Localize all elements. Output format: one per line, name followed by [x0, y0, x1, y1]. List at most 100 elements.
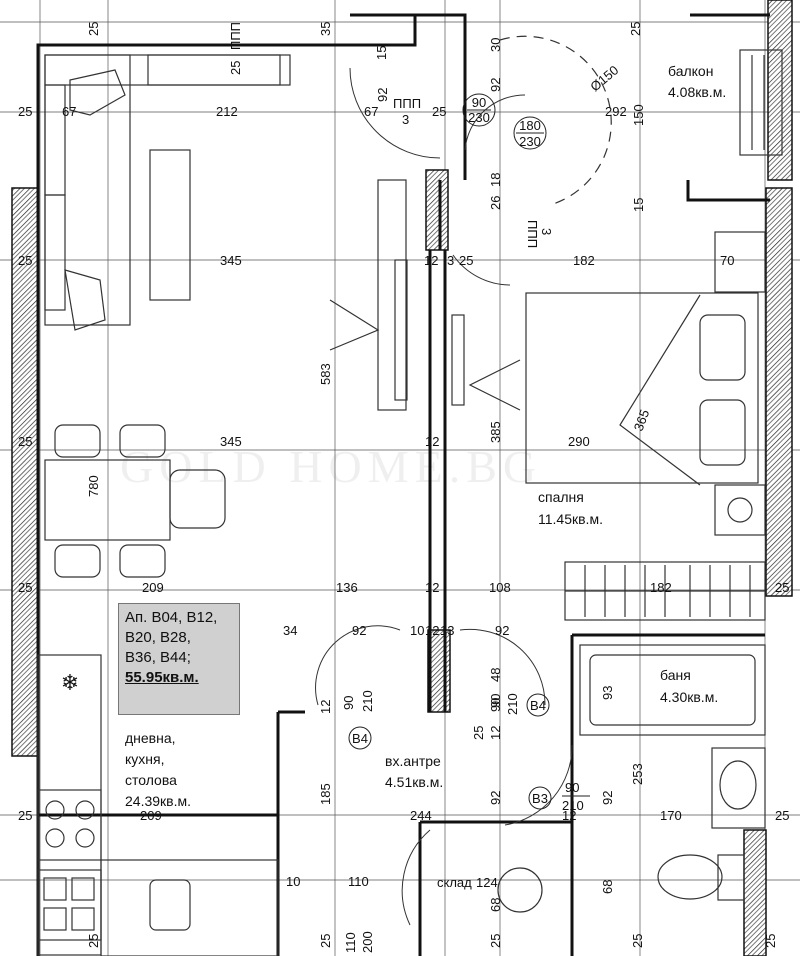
dim-label: 93	[600, 686, 615, 700]
door-fraction-bottom: 210	[505, 693, 520, 715]
dim-label: 67	[364, 104, 378, 119]
tv-cabinet-icon	[377, 179, 407, 411]
snowflake-icon: ❄	[61, 670, 79, 695]
dim-label: 25	[488, 934, 503, 948]
dim-label: 170	[660, 808, 682, 823]
door-fraction-top: 90	[488, 698, 503, 712]
toilet-icon	[657, 854, 745, 901]
dim-label: 12	[425, 580, 439, 595]
apartment-list-line: В20, В28,	[125, 629, 191, 646]
dim-label: 25	[459, 253, 473, 268]
dim-label: 12	[425, 623, 439, 638]
dim-label: 25	[318, 934, 333, 948]
room-name-bathroom: баня	[660, 667, 691, 683]
dim-label: 182	[573, 253, 595, 268]
dim-label: 780	[86, 475, 101, 497]
window-size: 3	[402, 112, 409, 127]
dim-label: 292	[605, 104, 627, 119]
dim-label: 12	[562, 808, 576, 823]
dimension-labels: 25 35 30 25 67 212 15 92 67 25 92 292 15…	[18, 22, 789, 953]
room-area-hall: 4.51кв.м.	[385, 774, 443, 790]
dim-label: 209	[142, 580, 164, 595]
sink-icon	[711, 747, 766, 829]
dim-label: 12	[488, 726, 503, 740]
dim-label: 13	[440, 623, 454, 638]
dim-label: 25	[775, 808, 789, 823]
apartment-info-box: Ап. В04, В12, В20, В28, В36, В44; 55.95к…	[118, 603, 240, 715]
dim-label: 12	[424, 253, 438, 268]
doors	[315, 35, 612, 926]
dim-label: 209	[140, 808, 162, 823]
wall-right	[765, 187, 793, 597]
room-labels: балкон 4.08кв.м. спалня 11.45кв.м. баня …	[125, 63, 726, 890]
dim-label: 35	[318, 22, 333, 36]
room-area-bathroom: 4.30кв.м.	[660, 689, 718, 705]
dim-label: 15	[374, 46, 389, 60]
door-fraction-top: 90	[565, 780, 579, 795]
wall-balcony-right	[767, 0, 793, 181]
door-tag: В4	[352, 731, 368, 746]
room-name-living-3: столова	[125, 772, 177, 788]
door-swing-entrance	[401, 829, 431, 926]
dim-label: 67	[62, 104, 76, 119]
dim-label: 18	[488, 173, 503, 187]
door-swing-living-entry	[315, 625, 401, 706]
dim-label: 185	[318, 783, 333, 805]
dim-label: 25	[18, 434, 32, 449]
dim-label: 108	[489, 580, 511, 595]
bathtub-icon	[579, 644, 766, 736]
closet-panel-icon	[451, 314, 465, 406]
furniture: ❄	[37, 49, 783, 956]
dim-label: 25	[432, 104, 446, 119]
dim-label: 30	[488, 38, 503, 52]
dim-label: 10	[410, 623, 424, 638]
dim-label: 70	[720, 253, 734, 268]
room-name-living-1: дневна,	[125, 730, 176, 746]
dim-label: 34	[283, 623, 297, 638]
dim-label: 253	[630, 763, 645, 785]
bed-icon	[525, 292, 759, 486]
door-fraction-bottom: 230	[468, 110, 490, 125]
room-dim-storage: 124	[476, 875, 498, 890]
dim-label: 92	[488, 78, 503, 92]
room-area-living: 24.39кв.м.	[125, 793, 191, 809]
window-code: ППП	[525, 220, 540, 248]
dim-label: 345	[220, 434, 242, 449]
door-tag: В3	[532, 791, 548, 806]
air-conditioner-icon	[739, 49, 783, 156]
dim-label: 290	[568, 434, 590, 449]
dim-label: 25	[86, 22, 101, 36]
window-code: ППП	[393, 96, 421, 111]
dim-label: 25	[763, 934, 778, 948]
dim-label: 26	[488, 196, 503, 210]
wall-column-upper	[425, 169, 449, 251]
door-swing-bedroom-entry	[459, 628, 546, 706]
dim-label: 25	[630, 934, 645, 948]
door-swing-living	[349, 67, 441, 159]
apartment-list-line: В36, В44;	[125, 649, 191, 666]
dim-label: 25	[18, 580, 32, 595]
wall-left	[11, 187, 39, 757]
kitchen-counter-icon	[37, 654, 279, 956]
dim-label: 583	[318, 363, 333, 385]
wardrobe-icon	[564, 561, 766, 621]
apartment-total-area: 55.95кв.м.	[125, 669, 199, 686]
dim-label: 68	[600, 880, 615, 894]
dim-label: 92	[352, 623, 366, 638]
walls	[11, 0, 793, 956]
dim-label: 12	[425, 434, 439, 449]
tv-icon	[394, 259, 408, 401]
door-fractions: 90 230 180 230 90 210 90 210 90 210	[341, 93, 590, 813]
sofa-icon	[44, 54, 291, 331]
dim-label: 92	[488, 791, 503, 805]
watermark: GOLD HOME.BG	[120, 441, 543, 492]
dim-label: 136	[336, 580, 358, 595]
dim-label: 92	[375, 88, 390, 102]
water-heater-icon	[497, 867, 543, 913]
door-fraction-bottom: 210	[562, 798, 584, 813]
dim-label: 92	[600, 791, 615, 805]
dim-label: 12	[318, 700, 333, 714]
door-swing-turning-circle	[499, 35, 612, 206]
nightstand-icon	[714, 231, 766, 536]
